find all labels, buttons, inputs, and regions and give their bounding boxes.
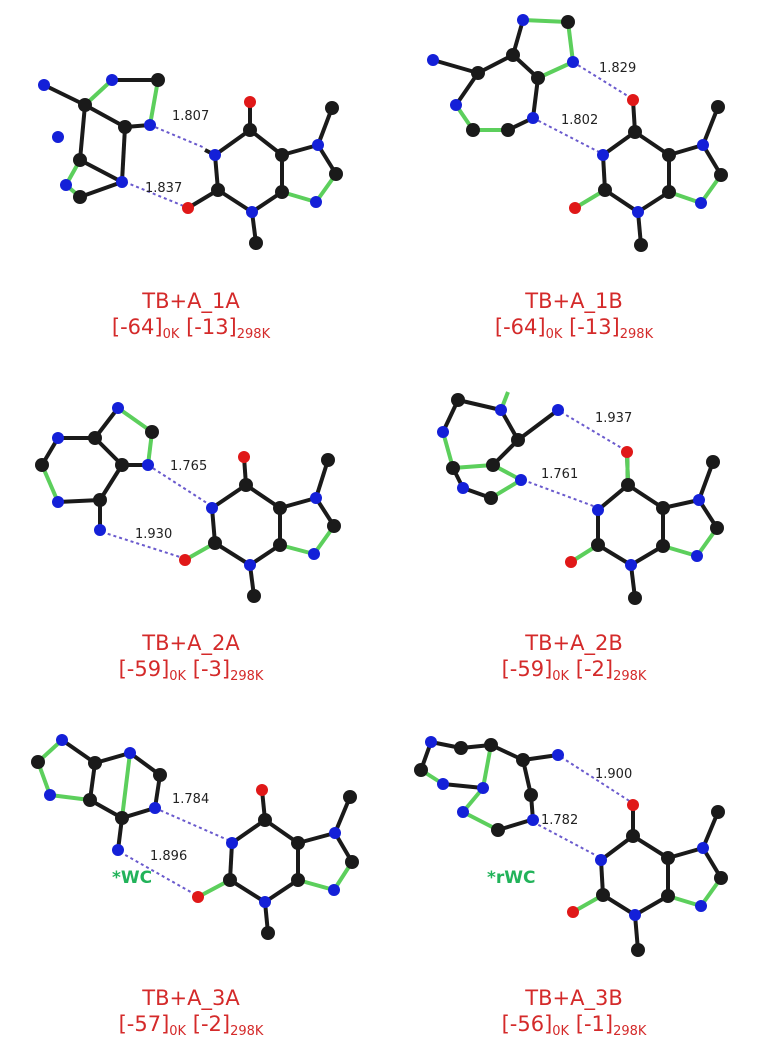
panel-tba-3a: 1.784 1.896 *WC TB+A_3A [-57]0K [-2]298K (0, 700, 382, 1050)
hbond-label-1: 1.765 (170, 459, 207, 474)
structure-name: TB+A_1A (142, 289, 240, 313)
structure-name: TB+A_1B (525, 289, 623, 313)
molecule-diagram: 1.937 1.761 (437, 391, 724, 605)
pairing-tag: *WC (112, 868, 153, 888)
structure-name: TB+A_3B (525, 986, 623, 1010)
panel-tba-2a: 1.765 1.930 TB+A_2A [-59]0K [-3]298K (0, 350, 382, 700)
hbond-label-2: 1.837 (145, 181, 182, 196)
hbond-label-2: 1.761 (541, 467, 578, 482)
molecule-diagram: 1.807 1.837 (38, 73, 343, 250)
molecule-diagram: 1.900 1.782 (414, 736, 728, 957)
hbond-label-1: 1.937 (595, 411, 632, 426)
molecule-diagram: 1.765 1.930 (35, 402, 341, 603)
caption: TB+A_3A [-57]0K [-2]298K (0, 985, 382, 1039)
hbond-label-2: 1.802 (561, 113, 598, 128)
hbond-label-1: 1.900 (595, 767, 632, 782)
energy-values: [-64]0K [-13]298K (111, 315, 271, 342)
hbond-label-2: 1.930 (135, 527, 172, 542)
caption: TB+A_2B [-59]0K [-2]298K (383, 630, 765, 684)
caption: TB+A_3B [-56]0K [-1]298K (383, 985, 765, 1039)
hbond-label-2: 1.896 (150, 849, 187, 864)
hbond-label-1: 1.829 (599, 61, 636, 76)
pairing-tag: *rWC (487, 868, 536, 888)
panel-tba-1b: 1.829 1.802 TB+A_1B [-64]0K [-13]298K (383, 0, 765, 350)
energy-values: [-59]0K [-2]298K (501, 657, 647, 684)
hbond-label-1: 1.784 (172, 792, 209, 807)
hbond-label-1: 1.807 (172, 109, 209, 124)
hbond-label-2: 1.782 (541, 813, 578, 828)
caption: TB+A_2A [-59]0K [-3]298K (0, 630, 382, 684)
molecule-diagram: 1.829 1.802 (427, 14, 728, 252)
structure-name: TB+A_3A (142, 986, 240, 1010)
energy-values: [-64]0K [-13]298K (494, 315, 654, 342)
energy-values: [-57]0K [-2]298K (118, 1012, 264, 1039)
structure-name: TB+A_2B (525, 631, 623, 655)
caption: TB+A_1A [-64]0K [-13]298K (0, 288, 382, 342)
structure-name: TB+A_2A (142, 631, 240, 655)
panel-tba-3b: 1.900 1.782 *rWC TB+A_3B [-56]0K [-1]298… (383, 700, 765, 1050)
energy-values: [-56]0K [-1]298K (501, 1012, 647, 1039)
molecule-diagram: 1.784 1.896 (31, 734, 359, 940)
caption: TB+A_1B [-64]0K [-13]298K (383, 288, 765, 342)
panel-tba-1a: 1.807 1.837 TB+A_1A [-64]0K [-13]298K (0, 0, 382, 350)
energy-values: [-59]0K [-3]298K (118, 657, 264, 684)
panel-tba-2b: 1.937 1.761 TB+A_2B [-59]0K [-2]298K (383, 350, 765, 700)
